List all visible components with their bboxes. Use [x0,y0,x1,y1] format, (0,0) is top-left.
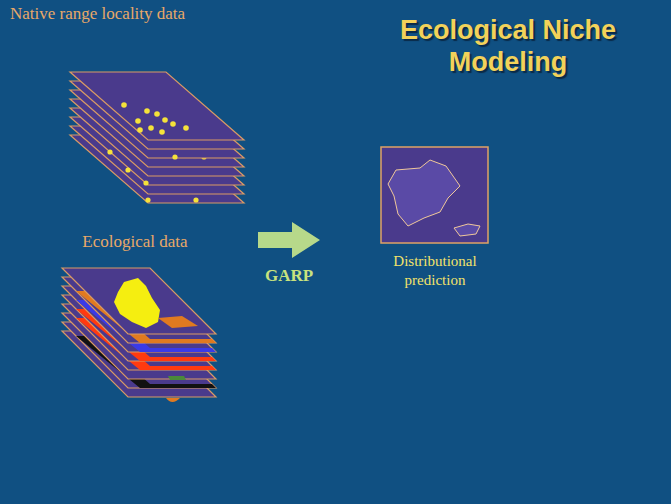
method-label: GARP [244,266,334,286]
locality-dot [193,197,198,202]
locality-dot [135,118,141,124]
garp-arrow [258,222,320,258]
locality-dot [148,125,154,131]
layer-label: Native range locality data [10,4,270,24]
locality-dot [143,180,148,185]
locality-dot [154,111,160,117]
slide-title: Ecological Niche Modeling [372,14,644,78]
data-layer [62,268,216,334]
locality-dot [159,129,165,135]
habitat-patch [158,316,198,328]
habitat-patch [114,278,160,328]
locality-dot [125,167,130,172]
layer-label: Ecological data [40,232,230,252]
locality-dot [121,102,127,108]
locality-dot [137,127,143,133]
locality-dot [170,121,176,127]
ecological-layer-stack [62,268,216,402]
locality-dot [162,117,168,123]
locality-dot [183,125,189,131]
locality-dot [107,149,112,154]
locality-dot [144,108,150,114]
prediction-map [381,147,488,243]
habitat-patch [168,376,186,380]
predicted-region-small [454,224,480,236]
output-label: Distributional prediction [372,252,498,290]
locality-layer-stack [70,72,244,203]
locality-dot [172,154,177,159]
data-layer [70,72,244,140]
habitat-patch [166,398,180,402]
locality-dot [145,197,150,202]
predicted-region [388,160,460,226]
